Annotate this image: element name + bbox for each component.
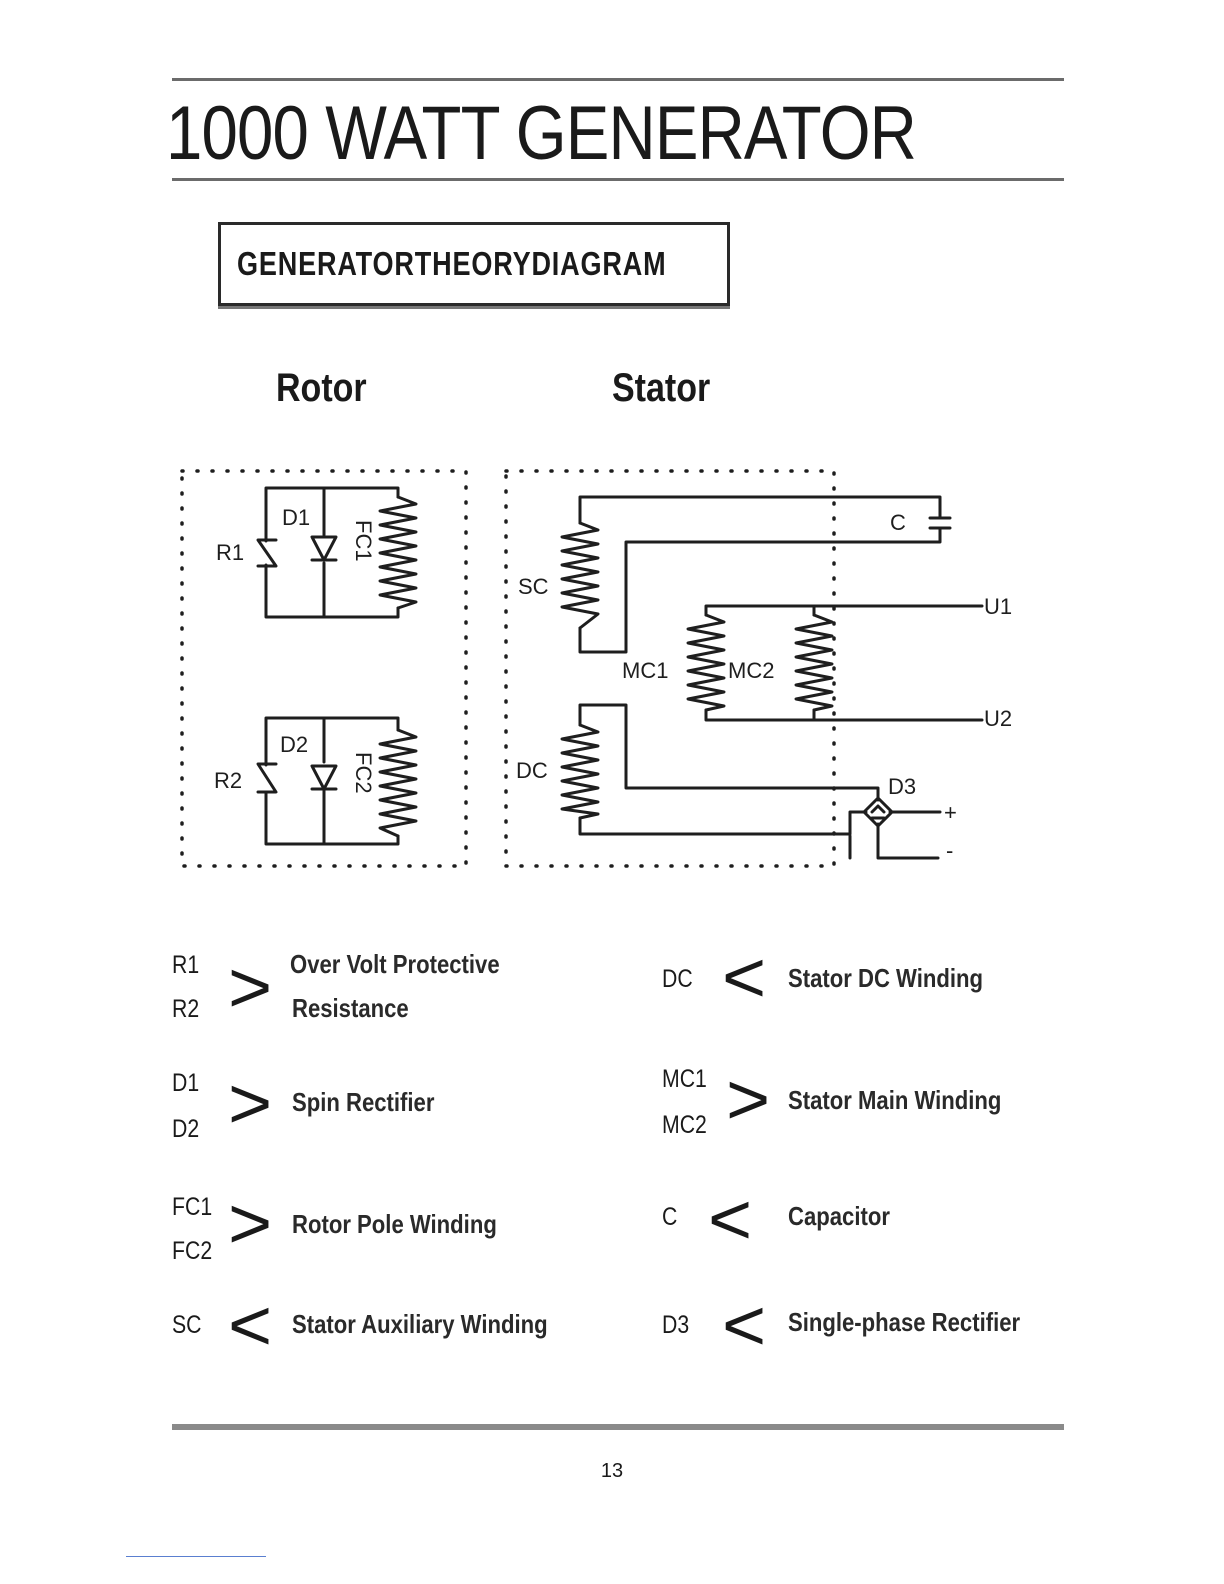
label-fc1: FC1 xyxy=(351,520,376,562)
label-u2: U2 xyxy=(984,706,1012,731)
legend-arrow: > xyxy=(726,1060,771,1140)
generator-schematic: D1 R1 FC1 D2 R2 FC2 SC DC MC1 MC2 C U1 U… xyxy=(180,469,1012,868)
legend-description: Resistance xyxy=(292,993,409,1023)
legend-description: Stator Auxiliary Winding xyxy=(292,1309,548,1339)
label-d3: D3 xyxy=(888,774,916,799)
sc-circuit xyxy=(560,495,952,654)
legend-code: FC1 xyxy=(172,1193,213,1221)
legend-code: SC xyxy=(172,1311,202,1339)
fc1-coil xyxy=(378,495,418,610)
legend-arrow: < xyxy=(722,938,767,1018)
rotor-circuit-2 xyxy=(256,716,418,846)
title-underline xyxy=(172,178,1064,181)
label-d2: D2 xyxy=(280,732,308,757)
legend-code: MC1 xyxy=(662,1065,707,1093)
stator-enclosure xyxy=(504,469,836,868)
label-minus: - xyxy=(946,838,953,863)
r1-resistor-symbol xyxy=(256,538,278,568)
legend-description: Stator Main Winding xyxy=(788,1085,1002,1115)
legend-description: Single-phase Rectifier xyxy=(788,1307,1021,1337)
mc1-coil xyxy=(686,613,726,712)
legend-arrow: < xyxy=(708,1180,753,1260)
label-mc2: MC2 xyxy=(728,658,774,683)
legend-code: DC xyxy=(662,965,693,993)
legend-arrow: > xyxy=(228,948,273,1028)
sc-coil xyxy=(560,521,600,630)
r2-resistor-symbol xyxy=(256,762,278,794)
legend-description: Capacitor xyxy=(788,1201,890,1231)
legend-code: C xyxy=(662,1203,678,1231)
subtitle-box: GENERATORTHEORYDIAGRAM xyxy=(218,222,730,309)
legend-description: Over Volt Protective xyxy=(290,949,500,979)
label-r2: R2 xyxy=(214,768,242,793)
stator-heading: Stator xyxy=(612,366,711,410)
legend-code: MC2 xyxy=(662,1111,707,1139)
d1-diode-symbol xyxy=(310,535,338,562)
legend-code: D1 xyxy=(172,1069,200,1097)
label-fc2: FC2 xyxy=(351,752,376,794)
top-rule xyxy=(172,78,1064,81)
page-number: 13 xyxy=(600,1460,624,1482)
main-winding-circuit xyxy=(686,604,984,722)
legend-code: FC2 xyxy=(172,1237,213,1265)
dc-circuit xyxy=(560,703,942,860)
legend-code: R2 xyxy=(172,995,200,1023)
mc2-coil xyxy=(794,613,834,712)
label-u1: U1 xyxy=(984,594,1012,619)
label-dc: DC xyxy=(516,758,548,783)
bottom-rule xyxy=(172,1424,1064,1430)
page-title: 1000 WATT GENERATOR xyxy=(166,91,917,176)
legend-arrow: < xyxy=(722,1286,767,1366)
label-plus: + xyxy=(944,800,957,825)
label-mc1: MC1 xyxy=(622,658,668,683)
legend-arrow: < xyxy=(228,1286,273,1366)
rotor-heading: Rotor xyxy=(276,366,367,410)
legend-code: D2 xyxy=(172,1115,200,1143)
dc-coil xyxy=(560,723,600,820)
legend-code: D3 xyxy=(662,1311,690,1339)
d3-bridge-rectifier xyxy=(862,796,894,828)
legend-arrow: > xyxy=(228,1184,273,1264)
diagram-subtitle: GENERATORTHEORYDIAGRAM xyxy=(237,245,667,282)
fc2-coil xyxy=(378,728,418,838)
rotor-enclosure xyxy=(180,469,468,868)
legend-description: Spin Rectifier xyxy=(292,1087,435,1117)
legend-code: R1 xyxy=(172,951,200,979)
legend-description: Rotor Pole Winding xyxy=(292,1209,497,1239)
footer-link-underline xyxy=(126,1556,266,1557)
legend-arrow: > xyxy=(228,1064,273,1144)
label-r1: R1 xyxy=(216,540,244,565)
label-c: C xyxy=(890,510,906,535)
label-sc: SC xyxy=(518,574,549,599)
legend-description: Stator DC Winding xyxy=(788,963,983,993)
capacitor-symbol xyxy=(928,516,952,530)
d2-diode-symbol xyxy=(310,764,338,791)
label-d1: D1 xyxy=(282,505,310,530)
rotor-circuit-1 xyxy=(256,486,418,619)
